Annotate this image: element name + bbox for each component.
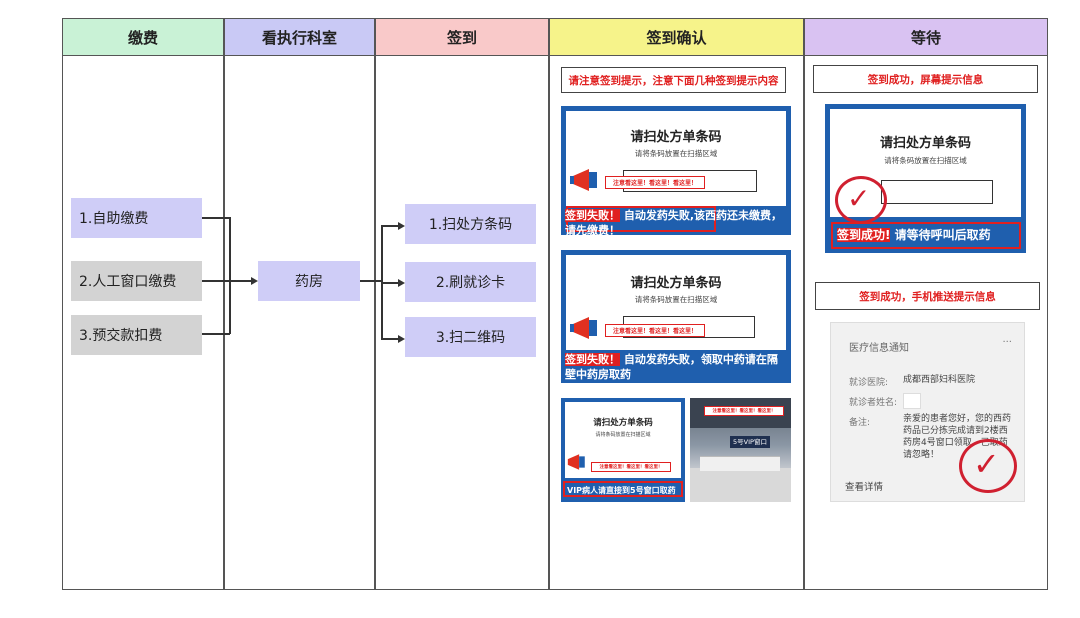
checkin-scan-qrcode: 3.扫二维码 xyxy=(405,317,536,357)
connector-line xyxy=(381,225,399,227)
column-payment: 缴费 xyxy=(62,18,224,590)
column-header-wait: 等待 xyxy=(805,19,1047,56)
screen-fail-unpaid: 请扫处方单条码 请将条码放置在扫描区域 注意看这里！看这里！看这里！ 签到失败！… xyxy=(561,106,791,238)
phone-notification: 医疗信息通知 ··· 就诊医院: 成都西部妇科医院 就诊者姓名: 备注: 亲爱的… xyxy=(830,322,1025,502)
check-mark-icon: ✓ xyxy=(973,445,1000,483)
message-frame xyxy=(563,481,683,497)
column-department: 看执行科室 xyxy=(224,18,375,590)
fail-label: 签到失败！ xyxy=(565,209,620,222)
connector-line xyxy=(229,217,231,334)
check-mark-icon: ✓ xyxy=(847,182,871,215)
screen-subtitle: 请将条码放置在扫描区域 xyxy=(884,156,967,165)
patient-label: 就诊者姓名: xyxy=(849,398,898,408)
payment-self-service: 1.自助缴费 xyxy=(71,198,202,238)
megaphone-icon xyxy=(567,454,585,470)
photo-floor xyxy=(690,468,791,502)
arrow-icon xyxy=(398,279,405,287)
screen-title: 请扫处方单条码 xyxy=(630,130,722,145)
confirm-notice: 请注意签到提示，注意下面几种签到提示内容 xyxy=(561,67,786,93)
remark-value: 亲爱的患者您好，您的西药药品已分拣完成请到2楼西药房4号窗口领取，已取药请忽略！ xyxy=(903,414,1012,460)
screen-subtitle: 请将条码放置在扫描区域 xyxy=(595,432,651,438)
connector-line xyxy=(381,282,399,284)
connector-line xyxy=(202,280,252,282)
megaphone-icon xyxy=(570,169,597,191)
payment-manual-window: 2.人工窗口缴费 xyxy=(71,261,202,301)
arrow-icon xyxy=(398,335,405,343)
photo-attention-banner: 注意看这里！看这里！看这里！ xyxy=(704,406,784,416)
remark-label: 备注: xyxy=(849,418,871,428)
arrow-icon xyxy=(251,277,258,285)
column-header-checkin: 签到 xyxy=(376,19,548,56)
patient-name-redacted xyxy=(903,393,921,409)
connector-line xyxy=(360,280,382,282)
phone-title: 医疗信息通知 xyxy=(849,343,909,354)
attention-banner: 注意看这里！看这里！看这里！ xyxy=(605,176,705,189)
screen-subtitle: 请将条码放置在扫描区域 xyxy=(634,295,718,304)
fail-message: 签到失败！ 自动发药失败，领取中药请在隔壁中药房取药 xyxy=(565,352,787,382)
screen-subtitle: 请将条码放置在扫描区域 xyxy=(634,149,718,158)
message-frame xyxy=(831,222,1021,249)
column-header-payment: 缴费 xyxy=(63,19,223,56)
success-text: 请等待呼叫后取药 xyxy=(894,228,991,242)
wait-screen-notice: 签到成功，屏幕提示信息 xyxy=(813,65,1038,93)
phone-more-icon: ··· xyxy=(1002,337,1012,348)
payment-prepaid-deduction: 3.预交款扣费 xyxy=(71,315,202,355)
view-details-link[interactable]: 查看详情 xyxy=(845,482,884,493)
photo-window-sign: 5号VIP窗口 xyxy=(730,436,770,448)
checkin-swipe-card: 2.刷就诊卡 xyxy=(405,262,536,302)
hospital-label: 就诊医院: xyxy=(849,378,889,388)
column-checkin: 签到 xyxy=(375,18,549,590)
screen-title: 请扫处方单条码 xyxy=(630,276,722,291)
wait-phone-notice: 签到成功，手机推送提示信息 xyxy=(815,282,1040,310)
arrow-icon xyxy=(398,222,405,230)
vip-message: VIP病人请直接到5号窗口取药 xyxy=(567,486,676,495)
screen-title: 请扫处方单条码 xyxy=(879,136,971,151)
screen-vip: 请扫处方单条码 请将条码放置在扫描区域 注意看这里！看这里！看这里！ VIP病人… xyxy=(561,398,685,502)
connector-line xyxy=(202,333,230,335)
pharmacy-window-photo: 注意看这里！看这里！看这里！ 5号VIP窗口 xyxy=(690,398,791,502)
attention-banner: 注意看这里！看这里！看这里！ xyxy=(591,462,671,472)
connector-line xyxy=(202,217,230,219)
photo-counter xyxy=(700,456,780,471)
department-pharmacy: 药房 xyxy=(258,261,360,301)
connector-line xyxy=(381,338,399,340)
screen-success: 请扫处方单条码 请将条码放置在扫描区域 ✓ 签到成功! 请等待呼叫后取药 xyxy=(825,104,1026,253)
checkin-scan-prescription: 1.扫处方条码 xyxy=(405,204,536,244)
column-header-confirm: 签到确认 xyxy=(550,19,803,56)
check-stamp-icon xyxy=(959,439,1017,493)
fail-label: 签到失败！ xyxy=(565,353,620,366)
fail-text: 自动发药失败,该西药还未缴费，请先缴费！ xyxy=(565,209,783,237)
attention-banner: 注意看这里！看这里！看这里！ xyxy=(605,324,705,337)
column-header-department: 看执行科室 xyxy=(225,19,374,56)
screen-fail-chinese-medicine: 请扫处方单条码 请将条码放置在扫描区域 注意看这里！看这里！看这里！ 签到失败！… xyxy=(561,250,791,383)
success-label: 签到成功! xyxy=(837,228,891,242)
megaphone-icon xyxy=(570,317,597,339)
scan-input-box xyxy=(881,180,993,204)
fail-text: 自动发药失败，领取中药请在隔壁中药房取药 xyxy=(565,353,778,381)
success-message: 签到成功! 请等待呼叫后取药 xyxy=(837,228,1022,243)
fail-message: 签到失败！ 自动发药失败,该西药还未缴费，请先缴费！ xyxy=(565,208,787,238)
hospital-value: 成都西部妇科医院 xyxy=(903,375,976,385)
screen-title: 请扫处方单条码 xyxy=(593,418,653,428)
